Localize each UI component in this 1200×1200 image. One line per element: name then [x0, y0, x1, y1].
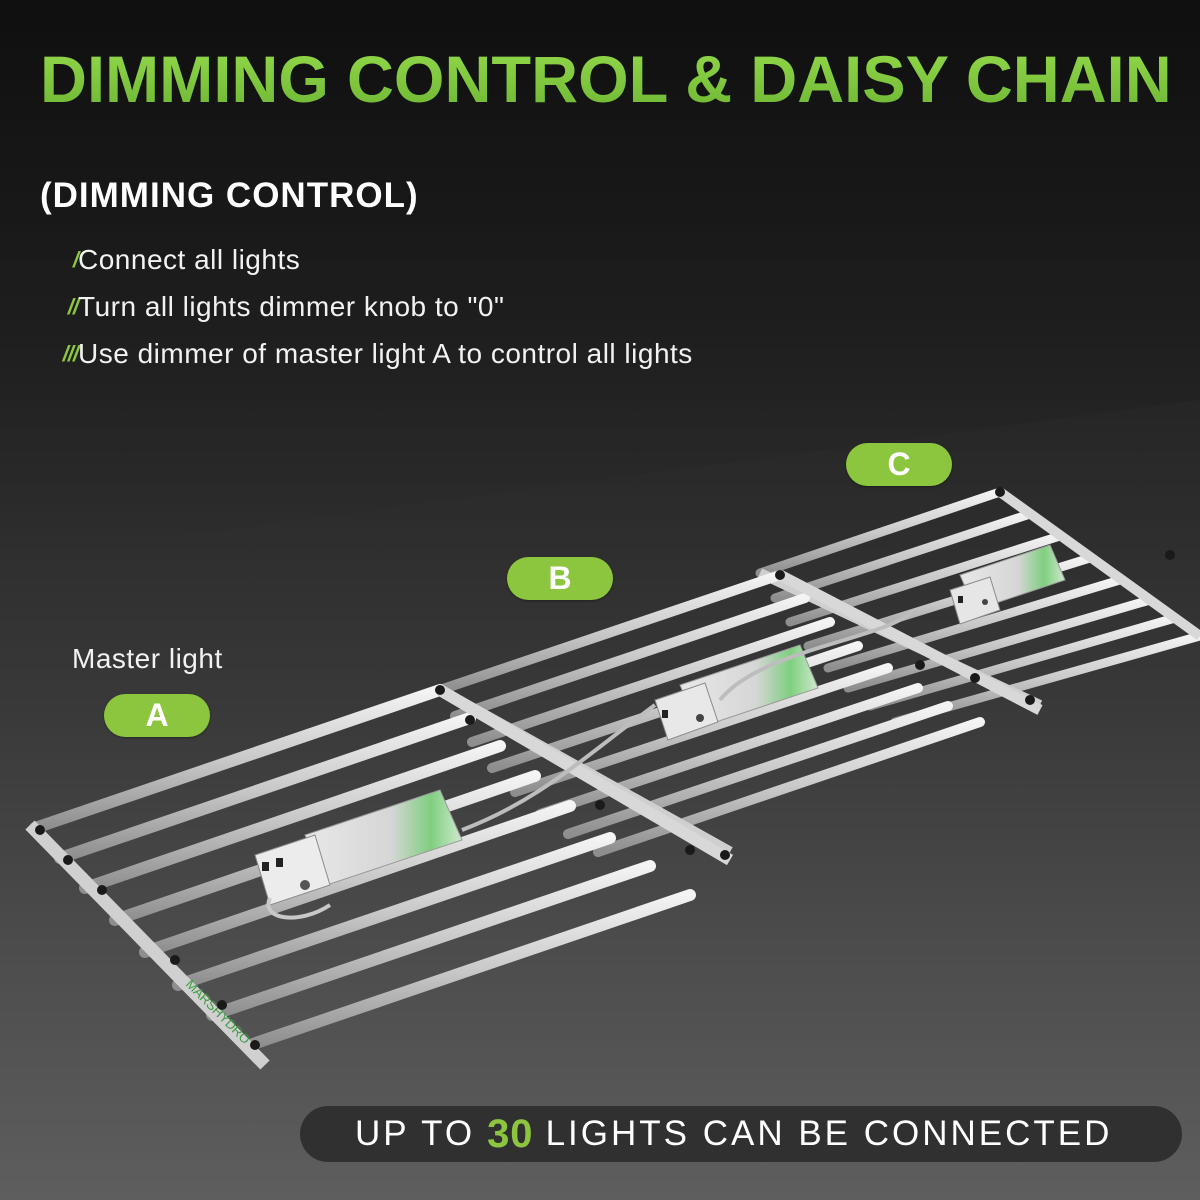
light-c-badge: C [846, 443, 952, 486]
master-light-label: Master light [72, 643, 223, 674]
light-a-badge: A [104, 694, 210, 737]
banner-suffix: LIGHTS CAN BE CONNECTED [545, 1114, 1113, 1153]
frame-brand-text: MARSHYDRO [183, 977, 253, 1047]
banner-count: 30 [487, 1111, 534, 1156]
connector-knobs [35, 487, 1175, 1050]
light-a-frame: MARSHYDRO [25, 684, 734, 1070]
step-item-3: /// Use dimmer of master light A to cont… [32, 330, 693, 377]
light-b-badge: B [507, 557, 613, 600]
light-c-driver [949, 544, 1066, 625]
step-item-1: / Connect all lights [32, 236, 693, 283]
step-marker-icon: / [72, 246, 79, 272]
step-marker-icon: /// [62, 340, 79, 366]
step-marker-icon: // [67, 293, 79, 319]
step-text: Connect all lights [78, 243, 301, 275]
step-text: Use dimmer of master light A to control … [78, 337, 693, 369]
light-b-driver [654, 644, 819, 741]
light-b-frame [435, 570, 1043, 857]
light-a-driver [254, 789, 463, 920]
page-title: DIMMING CONTROL & DAISY CHAIN [40, 42, 1172, 116]
instruction-steps: / Connect all lights // Turn all lights … [32, 236, 693, 377]
step-text: Turn all lights dimmer knob to "0" [78, 290, 505, 322]
step-item-2: // Turn all lights dimmer knob to "0" [32, 283, 693, 330]
section-subtitle: (DIMMING CONTROL) [40, 176, 419, 215]
banner-prefix: UP TO [355, 1114, 476, 1153]
capacity-banner: UP TO 30 LIGHTS CAN BE CONNECTED [300, 1106, 1182, 1162]
